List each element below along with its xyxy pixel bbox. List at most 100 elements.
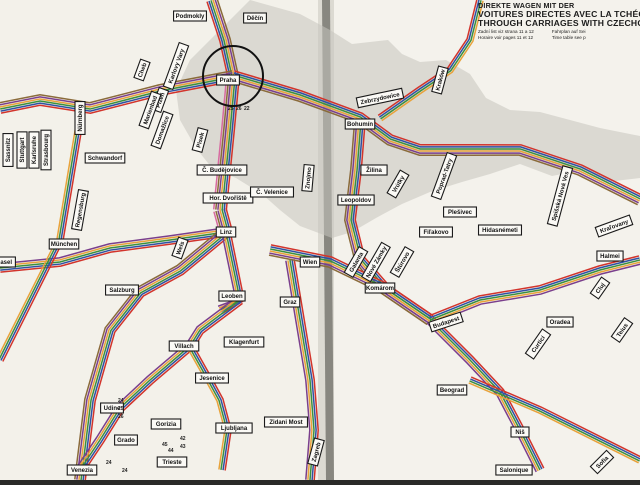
route-praha-north-line-4	[212, 0, 235, 76]
station-box	[263, 416, 309, 428]
station-box	[419, 226, 453, 238]
station-box	[48, 238, 80, 250]
station-23: Zidani Most	[263, 416, 309, 428]
station-box	[594, 214, 634, 238]
station-57: Strasbourg	[40, 129, 52, 171]
route-praha-north-line-3	[210, 0, 233, 77]
station-box	[215, 226, 237, 238]
station-11: Wels	[171, 236, 189, 260]
header-note-en: Time table see p	[551, 35, 586, 41]
station-box	[249, 186, 295, 198]
station-box	[216, 74, 240, 86]
station-label: Praha	[220, 78, 237, 84]
route-praha-west-line-5	[0, 72, 233, 106]
station-0: Podmokly	[173, 10, 207, 22]
station-box	[344, 118, 376, 130]
station-label: Č. Budějovice	[202, 167, 242, 174]
station-box	[2, 133, 14, 167]
station-label: Hidasnémeti	[482, 228, 518, 234]
station-42: Fiľakovo	[419, 226, 453, 238]
station-label: Strasbourg	[44, 134, 50, 166]
station-31: Žilina	[360, 164, 388, 176]
station-box	[156, 456, 188, 468]
station-box	[243, 12, 267, 24]
station-box	[610, 317, 634, 343]
station-label: Ljubljana	[221, 426, 248, 432]
route-villach-jesenice-line-3	[188, 346, 228, 470]
route-number-6: 45	[162, 442, 168, 448]
route-number-5: 44	[168, 448, 174, 454]
route-budapest-east-line-2	[428, 257, 640, 319]
station-label: Plešivec	[448, 210, 473, 216]
station-box	[173, 10, 207, 22]
station-box	[428, 311, 464, 333]
route-leoben-villach-line-4	[187, 297, 240, 346]
station-label: Salzburg	[109, 288, 135, 294]
station-25: Zagreb	[307, 437, 325, 467]
station-17: Klagenfurt	[223, 336, 265, 348]
route-budapest-east-line-5	[431, 263, 640, 325]
station-box	[105, 284, 139, 296]
station-box	[0, 256, 16, 268]
station-46: Cluj	[589, 276, 611, 300]
station-label: Karlsruhe	[32, 135, 38, 164]
route-leoben-villach-line-5	[185, 296, 238, 345]
station-box	[307, 437, 325, 467]
station-box	[360, 164, 388, 176]
station-label: Žilina	[366, 166, 382, 174]
station-18: Jesenice	[195, 372, 229, 384]
station-box	[546, 316, 574, 328]
route-budapest-east-line-3	[429, 259, 640, 321]
route-beograd-sofia-line-4	[468, 382, 639, 464]
route-praha-west-line-3	[0, 76, 234, 110]
route-beograd-sofia-line-1	[470, 376, 640, 458]
route-praha-west-line-6	[0, 70, 233, 104]
station-label: Č. Velenice	[256, 189, 288, 196]
route-linz-salzburg-line-4	[78, 230, 226, 480]
route-budapest-east-line-1	[428, 255, 640, 317]
station-box	[361, 241, 391, 283]
station-19: Udine	[100, 402, 124, 414]
station-label: Děčín	[247, 16, 264, 22]
map-legend-header: Direkte Wagen mit der Voitures directes …	[478, 2, 640, 41]
station-box	[195, 372, 229, 384]
station-box	[202, 192, 254, 204]
station-box	[301, 163, 315, 193]
station-4: Schwandorf	[84, 152, 126, 164]
route-number-8: 26	[236, 106, 242, 112]
station-label: Hor. Dvořiště	[209, 196, 247, 202]
station-16: Villach	[168, 340, 200, 352]
station-label: Kraków	[435, 69, 446, 92]
station-51: Niš	[510, 426, 530, 438]
route-number-7: 25	[228, 106, 234, 112]
station-22: Ljubljana	[215, 422, 253, 434]
station-label: Bohumín	[347, 122, 373, 128]
station-box	[477, 224, 523, 236]
station-box	[355, 87, 405, 109]
route-krakow-line-2	[378, 0, 480, 118]
station-12: Salzburg	[105, 284, 139, 296]
station-label: Schwandorf	[88, 156, 123, 162]
station-6: München	[48, 238, 80, 250]
station-label: Jesenice	[199, 376, 225, 382]
route-praha-east-line-4	[232, 76, 640, 202]
station-26: Venezia	[66, 464, 98, 476]
route-krakow-line-1	[377, 0, 478, 117]
station-61: Cheb	[133, 58, 151, 82]
header-note-cz: Zadní list viz strana 11 a 12	[478, 28, 534, 34]
station-box	[436, 384, 468, 396]
station-56: Karlsruhe	[28, 131, 40, 169]
station-box	[191, 127, 209, 153]
station-box	[74, 101, 86, 135]
station-box	[114, 434, 138, 446]
station-box	[443, 206, 477, 218]
route-linz-salzburg-line-3	[80, 232, 228, 481]
header-title-fr: Voitures directes avec la Tchécoslo	[478, 8, 640, 19]
route-praha-north-line-6	[216, 0, 239, 76]
route-krakow-line-4	[381, 0, 484, 122]
station-label: Nürnberg	[78, 104, 84, 131]
station-box	[150, 110, 174, 150]
route-number-4: 43	[180, 444, 186, 450]
